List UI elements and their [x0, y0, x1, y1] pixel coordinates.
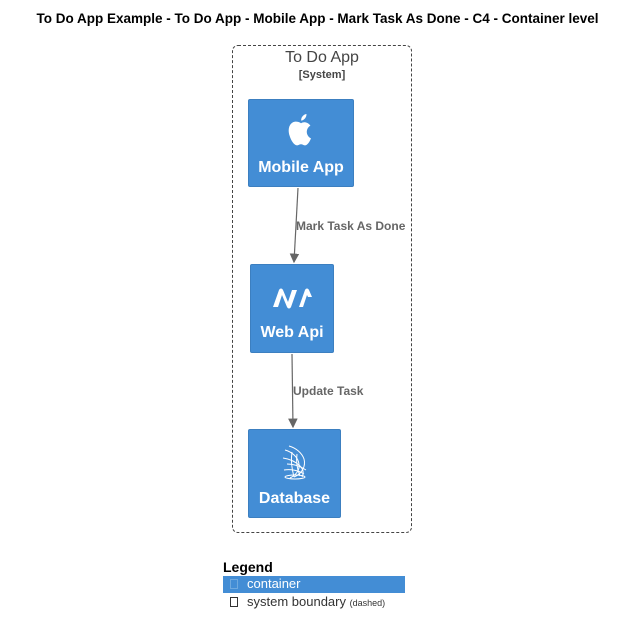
legend-label: container: [247, 576, 301, 591]
edge-label-update-task: Update Task: [293, 384, 364, 398]
container-database[interactable]: Database: [248, 429, 341, 518]
legend-note: (dashed): [349, 598, 386, 608]
edge-mark-task-as-done: [289, 187, 300, 264]
container-web-api[interactable]: Web Api: [250, 264, 334, 353]
boundary-type: [System]: [298, 69, 346, 81]
container-mobile-app[interactable]: Mobile App: [248, 99, 354, 187]
boundary-title: To Do App: [285, 49, 359, 66]
apple-icon: [285, 112, 317, 155]
container-label: Database: [258, 490, 331, 507]
dotnet-icon: [269, 287, 315, 314]
sql-server-icon: [278, 444, 312, 485]
legend-swatch-icon: [230, 579, 238, 589]
legend-item-container: container: [223, 576, 405, 593]
diagram-title: To Do App Example - To Do App - Mobile A…: [36, 11, 599, 26]
system-boundary: [232, 45, 412, 533]
container-label: Web Api: [260, 324, 324, 341]
edge-label-mark-task-as-done: Mark Task As Done: [296, 219, 406, 233]
legend-title: Legend: [223, 559, 273, 575]
legend-item-system-boundary: system boundary (dashed): [223, 594, 385, 611]
container-label: Mobile App: [258, 159, 344, 176]
legend-swatch-icon: [230, 597, 238, 607]
edge-update-task: [288, 353, 298, 429]
legend-label: system boundary: [247, 594, 346, 609]
